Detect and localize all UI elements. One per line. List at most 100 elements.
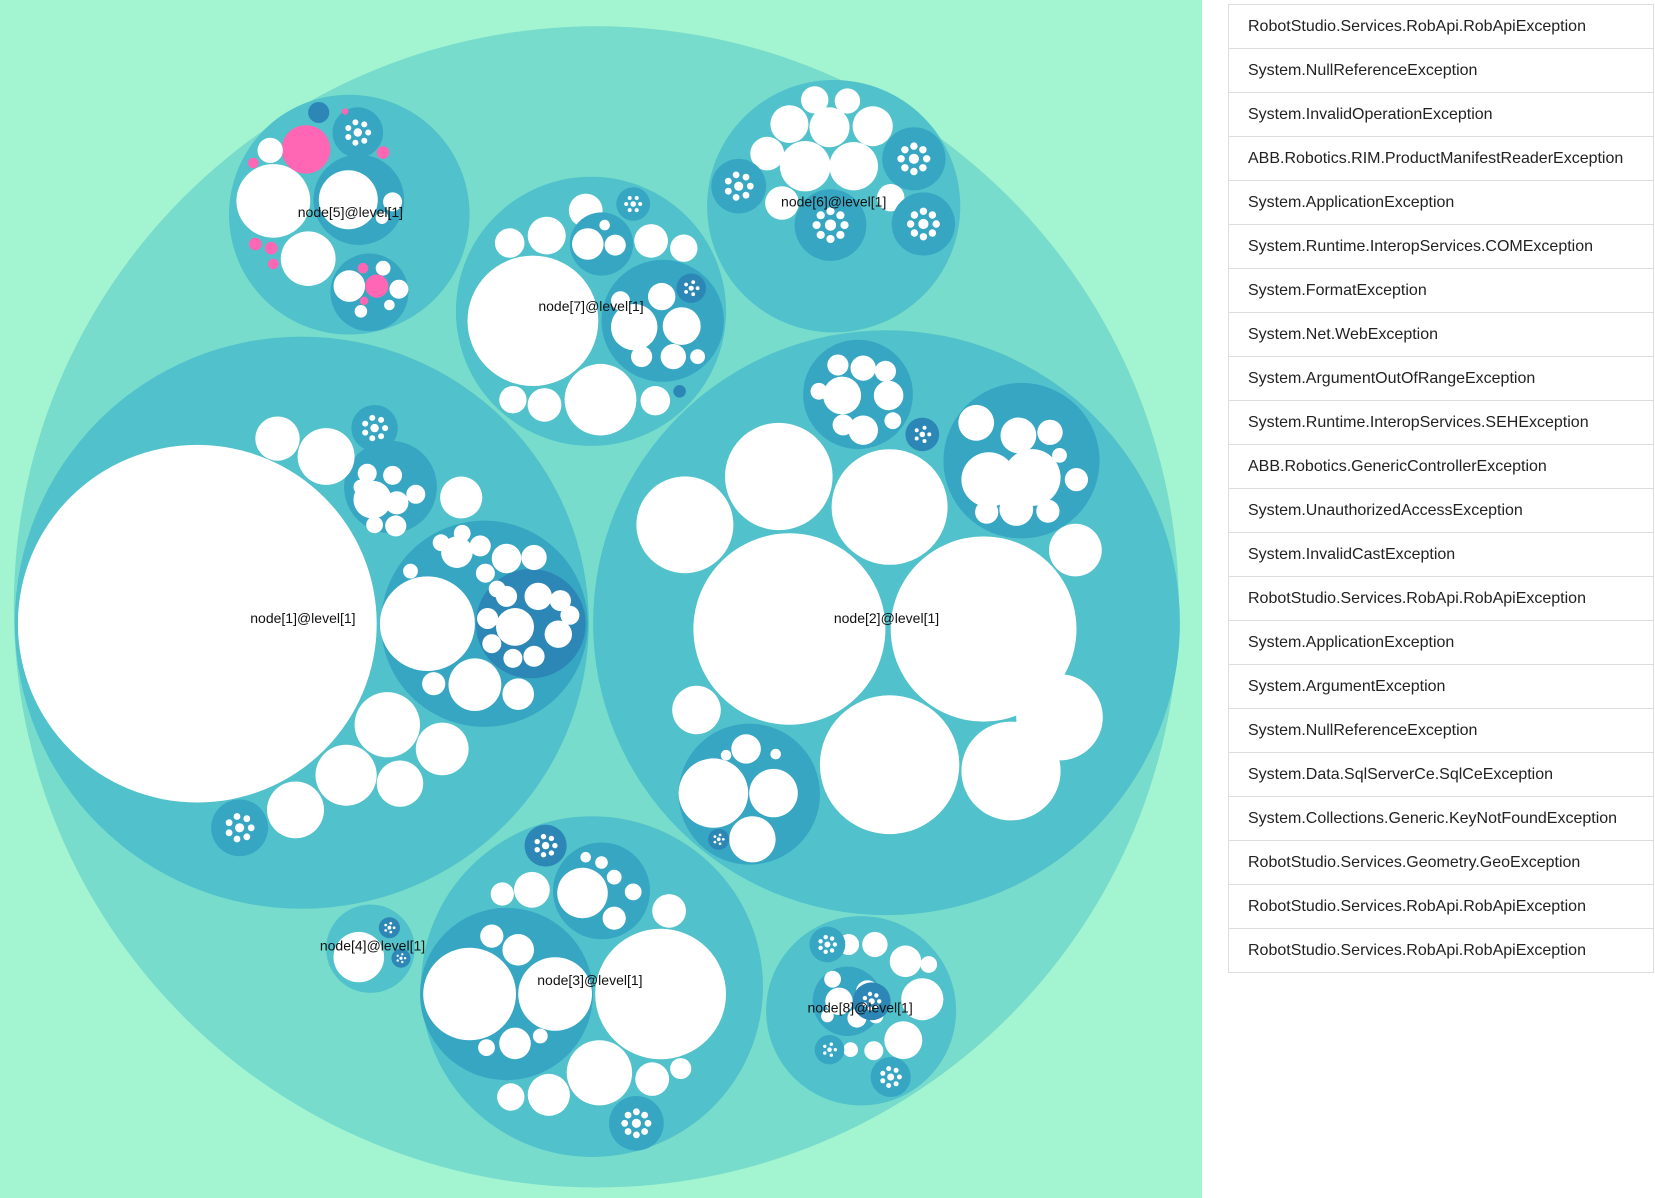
leaf-circle[interactable] (499, 386, 527, 414)
exception-list-item[interactable]: System.Net.WebException (1228, 312, 1654, 357)
leaf-circle[interactable] (415, 722, 469, 776)
leaf-circle[interactable] (848, 415, 878, 445)
leaf-circle[interactable] (713, 840, 717, 844)
leaf-circle[interactable] (233, 813, 241, 820)
leaf-circle[interactable] (889, 945, 922, 978)
leaf-circle[interactable] (502, 934, 534, 966)
leaf-circle[interactable] (928, 211, 937, 219)
leaf-circle[interactable] (919, 431, 926, 438)
leaf-circle[interactable] (333, 270, 366, 302)
leaf-circle[interactable] (1016, 674, 1103, 761)
leaf-circle[interactable] (1003, 449, 1061, 506)
leaf-circle[interactable] (827, 354, 849, 376)
leaf-circle[interactable] (843, 1042, 858, 1058)
leaf-circle[interactable] (918, 218, 929, 230)
leaf-circle[interactable] (315, 744, 377, 806)
leaf-circle[interactable] (641, 1128, 648, 1135)
exception-list-item[interactable]: System.ArgumentException (1228, 664, 1654, 709)
leaf-circle[interactable] (660, 344, 686, 370)
leaf-circle[interactable] (527, 388, 562, 422)
leaf-circle[interactable] (494, 228, 525, 258)
leaf-circle[interactable] (662, 307, 701, 345)
leaf-circle[interactable] (297, 428, 355, 485)
leaf-circle[interactable] (836, 230, 845, 239)
highlight-circle[interactable] (376, 146, 390, 159)
leaf-circle[interactable] (369, 414, 376, 421)
leaf-circle[interactable] (635, 1062, 670, 1096)
leaf-circle[interactable] (599, 219, 610, 231)
leaf-circle[interactable] (818, 939, 823, 944)
leaf-circle[interactable] (914, 436, 919, 441)
highlight-circle[interactable] (268, 258, 279, 270)
leaf-circle[interactable] (832, 942, 838, 947)
leaf-circle[interactable] (448, 658, 502, 711)
highlight-circle[interactable] (264, 241, 278, 255)
leaf-circle[interactable] (480, 924, 504, 948)
leaf-circle[interactable] (690, 349, 705, 364)
leaf-circle[interactable] (631, 346, 653, 368)
leaf-circle[interactable] (816, 211, 825, 220)
leaf-circle[interactable] (636, 476, 734, 574)
leaf-circle[interactable] (1000, 417, 1037, 454)
leaf-circle[interactable] (1049, 523, 1102, 577)
leaf-circle[interactable] (540, 833, 547, 840)
highlight-circle[interactable] (248, 157, 259, 169)
leaf-circle[interactable] (354, 305, 368, 318)
leaf-circle[interactable] (827, 1047, 832, 1052)
leaf-circle[interactable] (877, 999, 882, 1004)
leaf-circle[interactable] (742, 173, 750, 181)
leaf-circle[interactable] (874, 993, 879, 998)
leaf-circle[interactable] (384, 929, 388, 932)
leaf-circle[interactable] (770, 105, 809, 143)
leaf-circle[interactable] (729, 816, 776, 863)
leaf-circle[interactable] (958, 404, 995, 441)
leaf-circle[interactable] (901, 978, 944, 1021)
leaf-circle[interactable] (928, 229, 937, 237)
leaf-circle[interactable] (552, 842, 558, 849)
leaf-circle[interactable] (908, 153, 920, 164)
leaf-circle[interactable] (867, 1006, 873, 1011)
leaf-circle[interactable] (478, 1039, 495, 1056)
leaf-circle[interactable] (514, 871, 550, 908)
leaf-circle[interactable] (732, 194, 740, 201)
leaf-circle[interactable] (873, 380, 904, 411)
leaf-circle[interactable] (923, 155, 931, 163)
leaf-circle[interactable] (521, 544, 547, 571)
leaf-circle[interactable] (874, 1005, 879, 1010)
leaf-circle[interactable] (503, 648, 523, 668)
leaf-circle[interactable] (353, 128, 362, 137)
leaf-circle[interactable] (280, 231, 336, 286)
leaf-circle[interactable] (893, 1081, 899, 1087)
leaf-circle[interactable] (318, 170, 378, 230)
leaf-circle[interactable] (919, 207, 928, 215)
leaf-circle[interactable] (975, 500, 999, 524)
leaf-circle[interactable] (548, 850, 555, 856)
leaf-circle[interactable] (670, 234, 698, 262)
leaf-circle[interactable] (403, 957, 407, 960)
leaf-circle[interactable] (887, 1073, 895, 1081)
exception-list-item[interactable]: System.ApplicationException (1228, 620, 1654, 665)
leaf-circle[interactable] (624, 1111, 632, 1119)
leaf-circle[interactable] (725, 422, 833, 531)
leaf-circle[interactable] (345, 125, 352, 131)
leaf-circle[interactable] (890, 536, 1077, 722)
leaf-circle[interactable] (684, 282, 688, 287)
leaf-circle[interactable] (829, 142, 878, 191)
leaf-circle[interactable] (734, 181, 744, 191)
leaf-circle[interactable] (475, 563, 495, 583)
exception-list-item[interactable]: System.NullReferenceException (1228, 708, 1654, 753)
leaf-circle[interactable] (672, 685, 721, 735)
leaf-circle[interactable] (920, 956, 938, 973)
leaf-circle[interactable] (357, 463, 377, 483)
leaf-circle[interactable] (532, 1028, 548, 1044)
leaf-circle[interactable] (826, 235, 835, 243)
leaf-circle[interactable] (467, 255, 599, 386)
leaf-circle[interactable] (901, 146, 909, 154)
highlight-circle[interactable] (359, 296, 369, 305)
leaf-circle[interactable] (819, 695, 960, 835)
leaf-circle[interactable] (352, 139, 359, 146)
leaf-circle[interactable] (541, 841, 550, 850)
leaf-circle[interactable] (396, 959, 399, 962)
exception-list-item[interactable]: System.Runtime.InteropServices.COMExcept… (1228, 224, 1654, 269)
leaf-circle[interactable] (862, 1002, 868, 1007)
